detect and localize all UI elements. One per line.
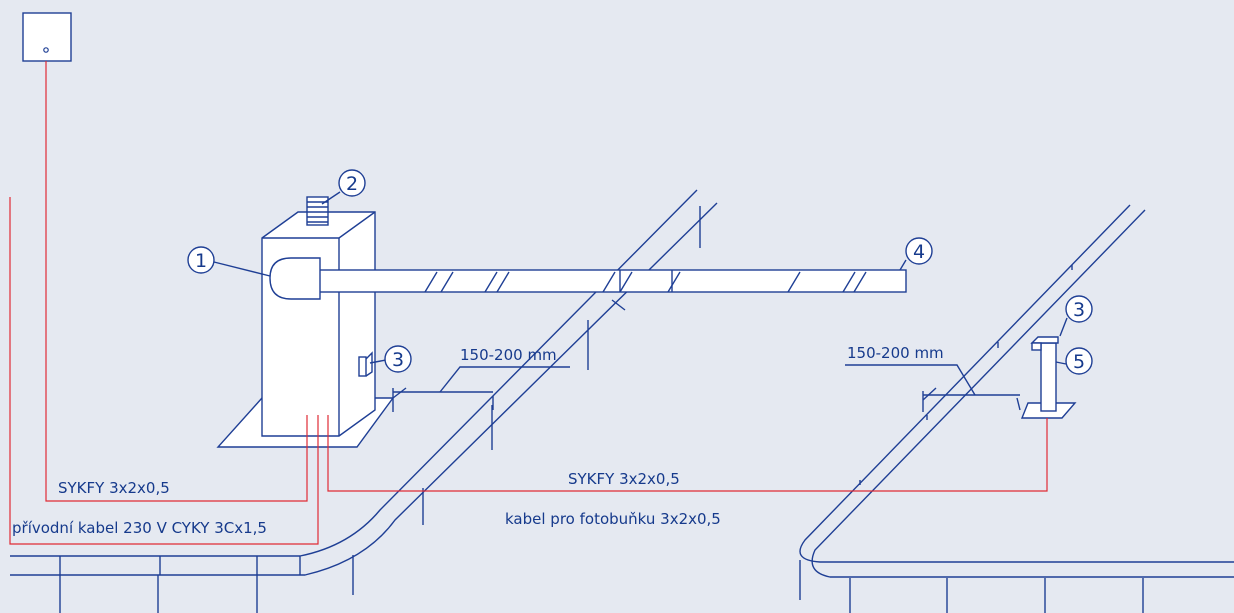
left-road-curb xyxy=(10,189,718,613)
cables xyxy=(9,61,1048,545)
callout-3: 3 xyxy=(384,345,412,373)
sykfy-left-label: SYKFY 3x2x0,5 xyxy=(58,479,170,497)
barrier-cabinet xyxy=(261,211,376,437)
control-box xyxy=(22,12,72,62)
sykfy-right-label: SYKFY 3x2x0,5 xyxy=(568,470,680,488)
callout-3b-label: 3 xyxy=(1073,299,1085,321)
callout-1-label: 1 xyxy=(195,250,207,272)
callout-5: 5 xyxy=(1065,347,1093,375)
callout-3-label: 3 xyxy=(392,349,404,371)
callout-1: 1 xyxy=(187,246,215,274)
photocell-post xyxy=(1020,336,1077,419)
callout-2-label: 2 xyxy=(346,173,358,195)
warning-light xyxy=(306,196,329,226)
left-dimension-label: 150-200 mm xyxy=(460,346,557,364)
right-road-curb xyxy=(799,204,1234,613)
boom-hub xyxy=(269,257,321,300)
left-dimension xyxy=(392,366,570,412)
photocell-cable-label: kabel pro fotobuňku 3x2x0,5 xyxy=(505,510,721,528)
callout-leaders xyxy=(213,191,1068,365)
callout-4: 4 xyxy=(905,237,933,265)
barrier-boom xyxy=(317,269,907,293)
callout-5-label: 5 xyxy=(1073,351,1085,373)
callout-2: 2 xyxy=(338,169,366,197)
callout-3b: 3 xyxy=(1065,295,1093,323)
power-cable-label: přívodní kabel 230 V CYKY 3Cx1,5 xyxy=(12,519,267,537)
right-dimension-label: 150-200 mm xyxy=(847,344,944,362)
right-dimension xyxy=(845,364,1021,412)
callout-4-label: 4 xyxy=(913,241,925,263)
